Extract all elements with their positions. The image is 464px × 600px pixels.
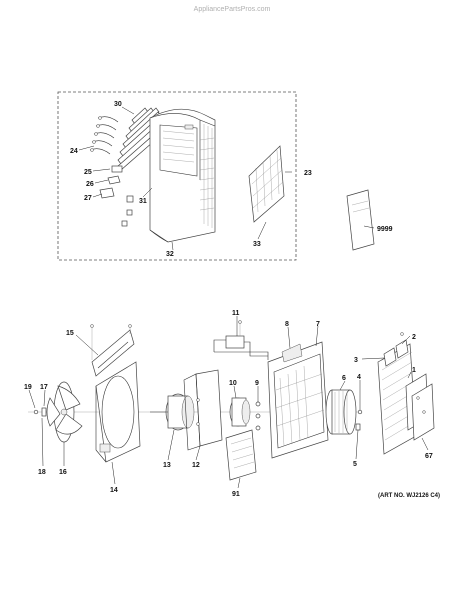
front-cover-housing <box>149 108 216 243</box>
watermark-text: AppliancePartsPros.com <box>194 6 271 13</box>
leader-lines <box>28 106 429 489</box>
blower-housing <box>267 341 329 459</box>
callout-3: 3 <box>354 357 358 364</box>
callout-labels: 30 24 25 26 27 31 32 33 23 9999 15 11 8 … <box>24 101 433 498</box>
evaporator-coil <box>377 332 417 455</box>
callout-27: 27 <box>84 195 92 202</box>
owners-manual <box>346 189 375 251</box>
louver-links <box>89 116 119 155</box>
callout-2: 2 <box>412 334 416 341</box>
callout-31: 31 <box>139 198 147 205</box>
callout-7: 7 <box>316 321 320 328</box>
callout-30: 30 <box>114 101 122 108</box>
air-filter <box>248 145 285 223</box>
callout-9: 9 <box>255 380 259 387</box>
callout-11: 11 <box>232 310 240 317</box>
callout-4: 4 <box>357 374 361 381</box>
callout-10: 10 <box>229 380 237 387</box>
assembly-group-box <box>57 91 297 261</box>
fan-shroud <box>95 361 141 463</box>
top-bracket <box>90 324 135 377</box>
callout-14: 14 <box>110 487 118 494</box>
callout-33: 33 <box>253 241 261 248</box>
callout-8: 8 <box>285 321 289 328</box>
small-fittings <box>255 401 261 431</box>
callout-1: 1 <box>412 367 416 374</box>
callout-91: 91 <box>232 491 240 498</box>
callout-23: 23 <box>304 170 312 177</box>
callout-5: 5 <box>353 461 357 468</box>
condenser-fan-blade <box>46 381 83 443</box>
callout-24: 24 <box>70 148 78 155</box>
callout-19: 19 <box>24 384 32 391</box>
art-number: (ART NO. WJ2126 C4) <box>378 493 440 499</box>
callout-67: 67 <box>425 453 433 460</box>
callout-12: 12 <box>192 462 200 469</box>
fan-fasteners <box>33 407 47 417</box>
callout-15: 15 <box>66 330 74 337</box>
callout-17: 17 <box>40 384 48 391</box>
motor-mount <box>229 397 251 427</box>
callout-13: 13 <box>163 462 171 469</box>
callout-18: 18 <box>38 469 46 476</box>
fan-motor <box>150 393 195 431</box>
callout-26: 26 <box>86 181 94 188</box>
callout-16: 16 <box>59 469 67 476</box>
control-box <box>213 320 269 360</box>
callout-9999: 9999 <box>377 226 393 233</box>
coil-brackets <box>405 373 435 441</box>
callout-6: 6 <box>342 375 346 382</box>
callout-25: 25 <box>84 169 92 176</box>
blower-wheel <box>325 389 357 435</box>
grille-insert <box>225 429 257 481</box>
wheel-fasteners <box>355 409 363 431</box>
callout-32: 32 <box>166 251 174 258</box>
louver-motor-parts <box>99 165 134 227</box>
